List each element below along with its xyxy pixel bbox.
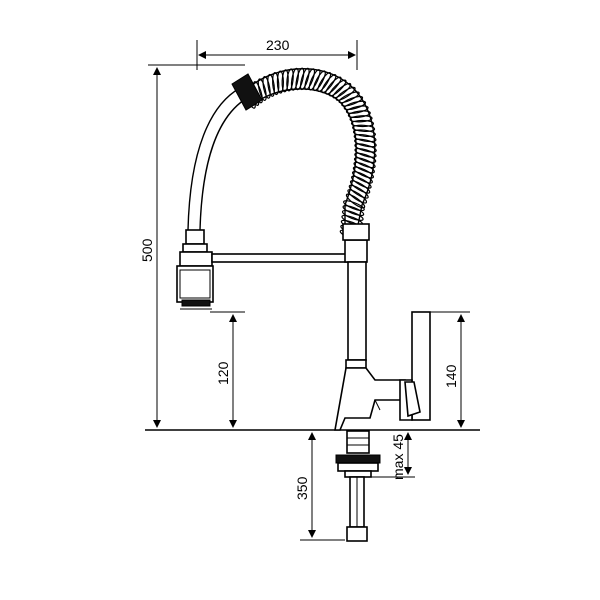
- dimension-total-height: 500: [139, 64, 245, 428]
- coil-ring: [325, 76, 342, 95]
- coil-ring: [351, 171, 373, 184]
- coil-ring: [304, 68, 316, 91]
- spout-reach-label: 230: [266, 37, 290, 53]
- coil-ring: [350, 119, 375, 128]
- coil-ring: [341, 209, 364, 221]
- coil-ring: [262, 75, 271, 99]
- flexible-arm: [187, 73, 263, 231]
- coil-ring: [342, 205, 365, 217]
- coil-ring: [347, 189, 368, 204]
- coil-ring: [343, 200, 365, 212]
- coil-ring: [352, 166, 375, 179]
- coil-ring: [354, 143, 377, 153]
- coil-ring: [341, 95, 364, 107]
- coil-ring: [348, 184, 369, 199]
- coil-ring: [299, 67, 310, 91]
- coil-ring: [328, 79, 347, 97]
- spout-top-connector: [342, 223, 370, 241]
- coil-ring: [349, 180, 371, 194]
- coil-ring: [353, 161, 375, 174]
- spray-head: [176, 229, 214, 310]
- coil-ring: [290, 67, 300, 91]
- dimension-hose-length: 350: [294, 432, 345, 541]
- coil-ring: [281, 69, 289, 93]
- lever-height-label: 140: [443, 364, 459, 388]
- coil-ring: [352, 129, 376, 138]
- outlet-height-label: 120: [215, 361, 231, 385]
- coil-ring: [352, 124, 376, 132]
- hose-length-label: 350: [294, 476, 310, 500]
- holder-arm: [211, 253, 348, 263]
- max-thickness-label: max 45: [390, 434, 406, 480]
- dimension-spout-reach: 230: [196, 37, 358, 70]
- coil-ring: [295, 67, 305, 91]
- coil-ring: [354, 152, 377, 164]
- faucet-lever: [399, 311, 431, 421]
- coil-ring: [317, 71, 332, 93]
- dimension-outlet-height: 120: [210, 311, 245, 428]
- coil-ring: [345, 105, 369, 114]
- coil-ring: [286, 68, 294, 92]
- total-height-label: 500: [139, 238, 155, 262]
- coil-ring: [343, 100, 367, 111]
- coil-ring: [267, 73, 275, 97]
- coil-ring: [313, 70, 326, 92]
- faucet-column: [334, 239, 406, 431]
- coil-ring: [353, 133, 377, 143]
- coil-ring: [354, 138, 377, 148]
- grip-ring: [231, 73, 263, 111]
- coil-ring: [353, 157, 376, 169]
- mounting-assembly: [335, 430, 381, 542]
- coil-ring: [276, 70, 285, 94]
- coil-ring: [272, 71, 280, 96]
- coil-ring: [345, 193, 366, 209]
- coil-ring: [351, 175, 372, 189]
- coil-ring: [321, 74, 337, 94]
- coil-ring: [257, 78, 267, 101]
- dimension-lever-height: 140: [430, 311, 470, 428]
- coil-ring: [335, 86, 356, 101]
- coil-ring: [347, 110, 371, 119]
- coil-ring: [338, 91, 360, 104]
- coil-ring: [332, 82, 352, 99]
- coil-ring: [308, 69, 321, 91]
- dimension-max-thickness: max 45: [365, 432, 415, 480]
- coil-ring: [349, 115, 373, 123]
- coil-ring: [354, 147, 377, 158]
